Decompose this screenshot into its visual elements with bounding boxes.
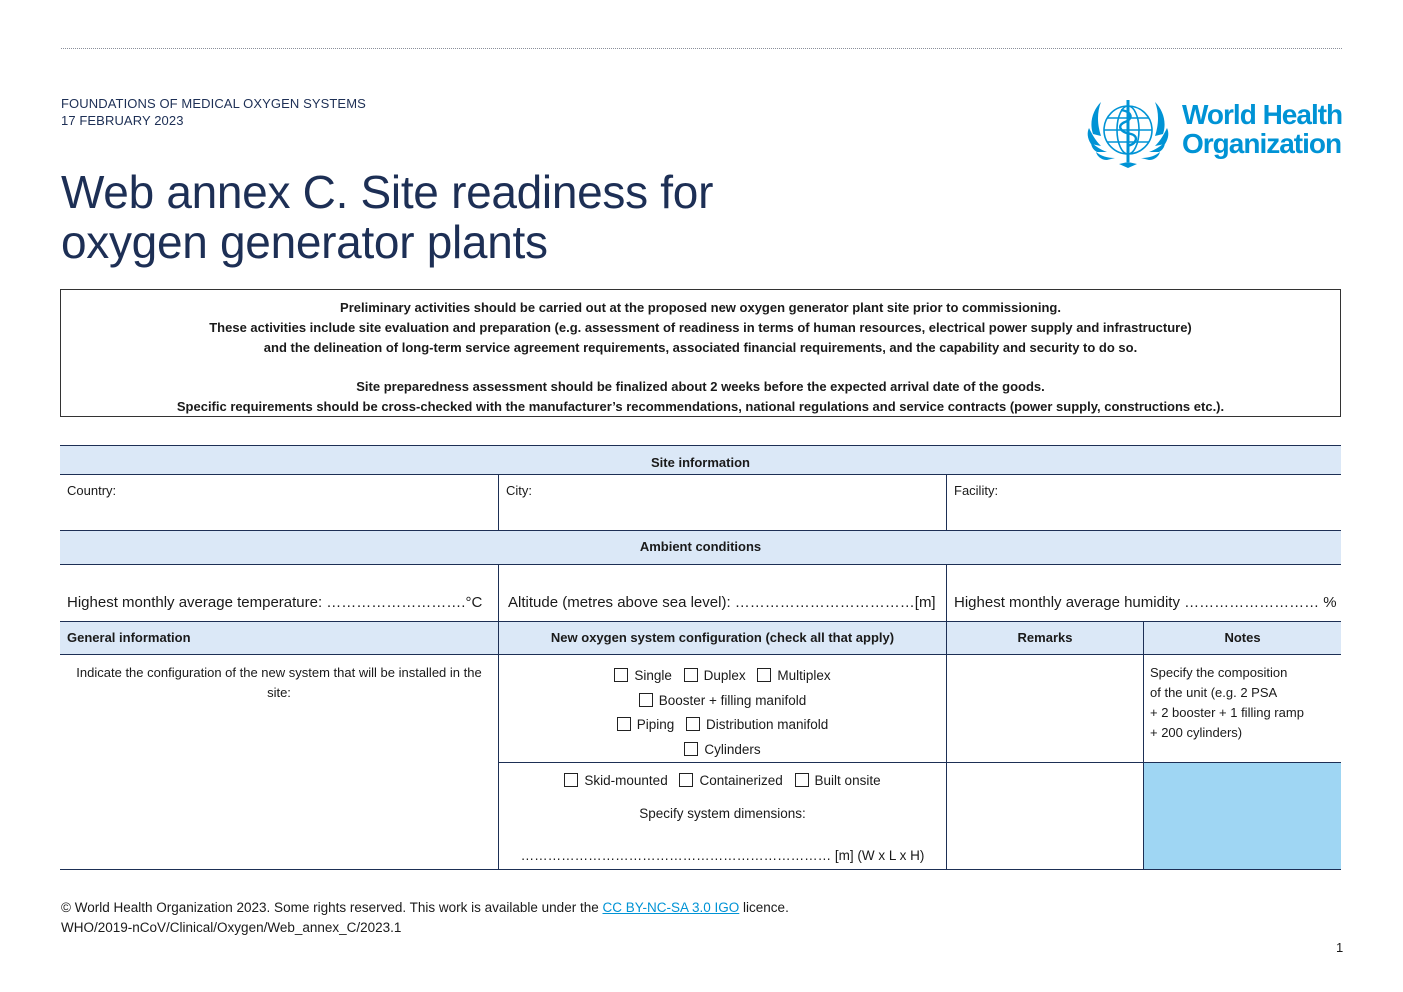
dimensions-field[interactable]: …………………………………………………………… [m] (W x L x H)	[520, 848, 925, 863]
copyright-text: © World Health Organization 2023. Some r…	[61, 900, 599, 915]
document-id: WHO/2019-nCoV/Clinical/Oxygen/Web_annex_…	[61, 920, 402, 935]
notes-configuration-cell: Specify the composition of the unit (e.g…	[1144, 655, 1341, 763]
who-wordmark: World Health Organization	[1182, 99, 1343, 159]
top-dotted-rule	[61, 48, 1342, 49]
booster-checkbox[interactable]	[638, 692, 653, 707]
dimensions-label: Specify system dimensions:	[639, 806, 806, 821]
ambient-conditions-heading: Ambient conditions	[60, 531, 1341, 565]
series-header: FOUNDATIONS OF MEDICAL OXYGEN SYSTEMS 17…	[61, 95, 366, 129]
site-readiness-form: Site information Country: City: Facility…	[60, 445, 1341, 870]
intro-line: Preliminary activities should be carried…	[340, 300, 1061, 315]
single-checkbox[interactable]	[614, 668, 629, 682]
publication-date: 17 FEBRUARY 2023	[61, 113, 184, 128]
page-number: 1	[1336, 940, 1344, 955]
page-title: Web annex C. Site readiness for oxygen g…	[61, 166, 714, 268]
distribution-manifold-checkbox[interactable]	[685, 717, 700, 731]
intro-box: Preliminary activities should be carried…	[60, 289, 1341, 417]
duplex-label: Duplex	[703, 668, 746, 683]
column-general-information: General information	[67, 630, 191, 645]
remarks-configuration-cell[interactable]	[947, 655, 1143, 763]
site-information-row: Country: City: Facility:	[60, 475, 1341, 531]
piping-checkbox[interactable]	[616, 717, 631, 731]
distribution-manifold-label: Distribution manifold	[705, 717, 829, 732]
configuration-options: Single Duplex Multiplex Booster + fillin…	[498, 655, 946, 869]
containerized-checkbox[interactable]	[679, 773, 694, 787]
skid-mounted-checkbox[interactable]	[564, 773, 579, 787]
copyright-suffix: licence.	[743, 900, 789, 915]
notes-cells: Specify the composition of the unit (e.g…	[1143, 655, 1341, 869]
country-field[interactable]: Country:	[67, 483, 117, 498]
column-remarks: Remarks	[946, 622, 1143, 654]
intro-line: These activities include site evaluation…	[209, 320, 1192, 335]
multiplex-label: Multiplex	[777, 668, 831, 683]
installation-type-options: Skid-mounted Containerized Built onsite …	[499, 763, 946, 869]
single-label: Single	[634, 668, 672, 683]
general-information-row: Indicate the configuration of the new sy…	[60, 655, 1341, 870]
city-field[interactable]: City:	[498, 475, 946, 530]
cylinders-checkbox[interactable]	[684, 741, 699, 756]
cylinders-label: Cylinders	[704, 741, 761, 757]
configuration-type-options: Single Duplex Multiplex Booster + fillin…	[499, 655, 946, 763]
humidity-field[interactable]: Highest monthly average humidity ……………………	[946, 565, 1341, 621]
altitude-field[interactable]: Altitude (metres above sea level): ………………	[498, 565, 946, 621]
containerized-label: Containerized	[699, 773, 783, 788]
configuration-instruction: Indicate the configuration of the new sy…	[76, 665, 482, 700]
facility-field[interactable]: Facility:	[946, 475, 1341, 530]
who-logo: World Health Organization	[1083, 92, 1345, 172]
general-information-header-row: General information New oxygen system co…	[60, 621, 1341, 655]
temperature-field[interactable]: Highest monthly average temperature: …………	[67, 594, 483, 611]
license-link[interactable]: CC BY-NC-SA 3.0 IGO	[602, 900, 740, 915]
notes-shaded-cell	[1144, 763, 1341, 869]
piping-label: Piping	[636, 717, 675, 732]
intro-gap	[61, 358, 1340, 377]
column-system-configuration: New oxygen system configuration (check a…	[498, 622, 946, 654]
intro-line: Specific requirements should be cross-ch…	[176, 399, 1225, 414]
duplex-checkbox[interactable]	[683, 668, 698, 682]
footer: © World Health Organization 2023. Some r…	[61, 898, 789, 938]
who-emblem-icon	[1087, 100, 1169, 168]
skid-mounted-label: Skid-mounted	[584, 773, 668, 788]
column-notes: Notes	[1143, 622, 1341, 654]
multiplex-checkbox[interactable]	[757, 668, 772, 682]
intro-line: and the delineation of long-term service…	[263, 340, 1138, 355]
series-name: FOUNDATIONS OF MEDICAL OXYGEN SYSTEMS	[61, 96, 366, 111]
remarks-cells	[946, 655, 1143, 869]
booster-label: Booster + filling manifold	[658, 692, 807, 708]
intro-line: Site preparedness assessment should be f…	[356, 379, 1045, 394]
built-onsite-label: Built onsite	[814, 773, 881, 788]
built-onsite-checkbox[interactable]	[794, 773, 809, 787]
ambient-conditions-row: Highest monthly average temperature: …………	[60, 565, 1341, 621]
site-information-heading: Site information	[60, 445, 1341, 475]
